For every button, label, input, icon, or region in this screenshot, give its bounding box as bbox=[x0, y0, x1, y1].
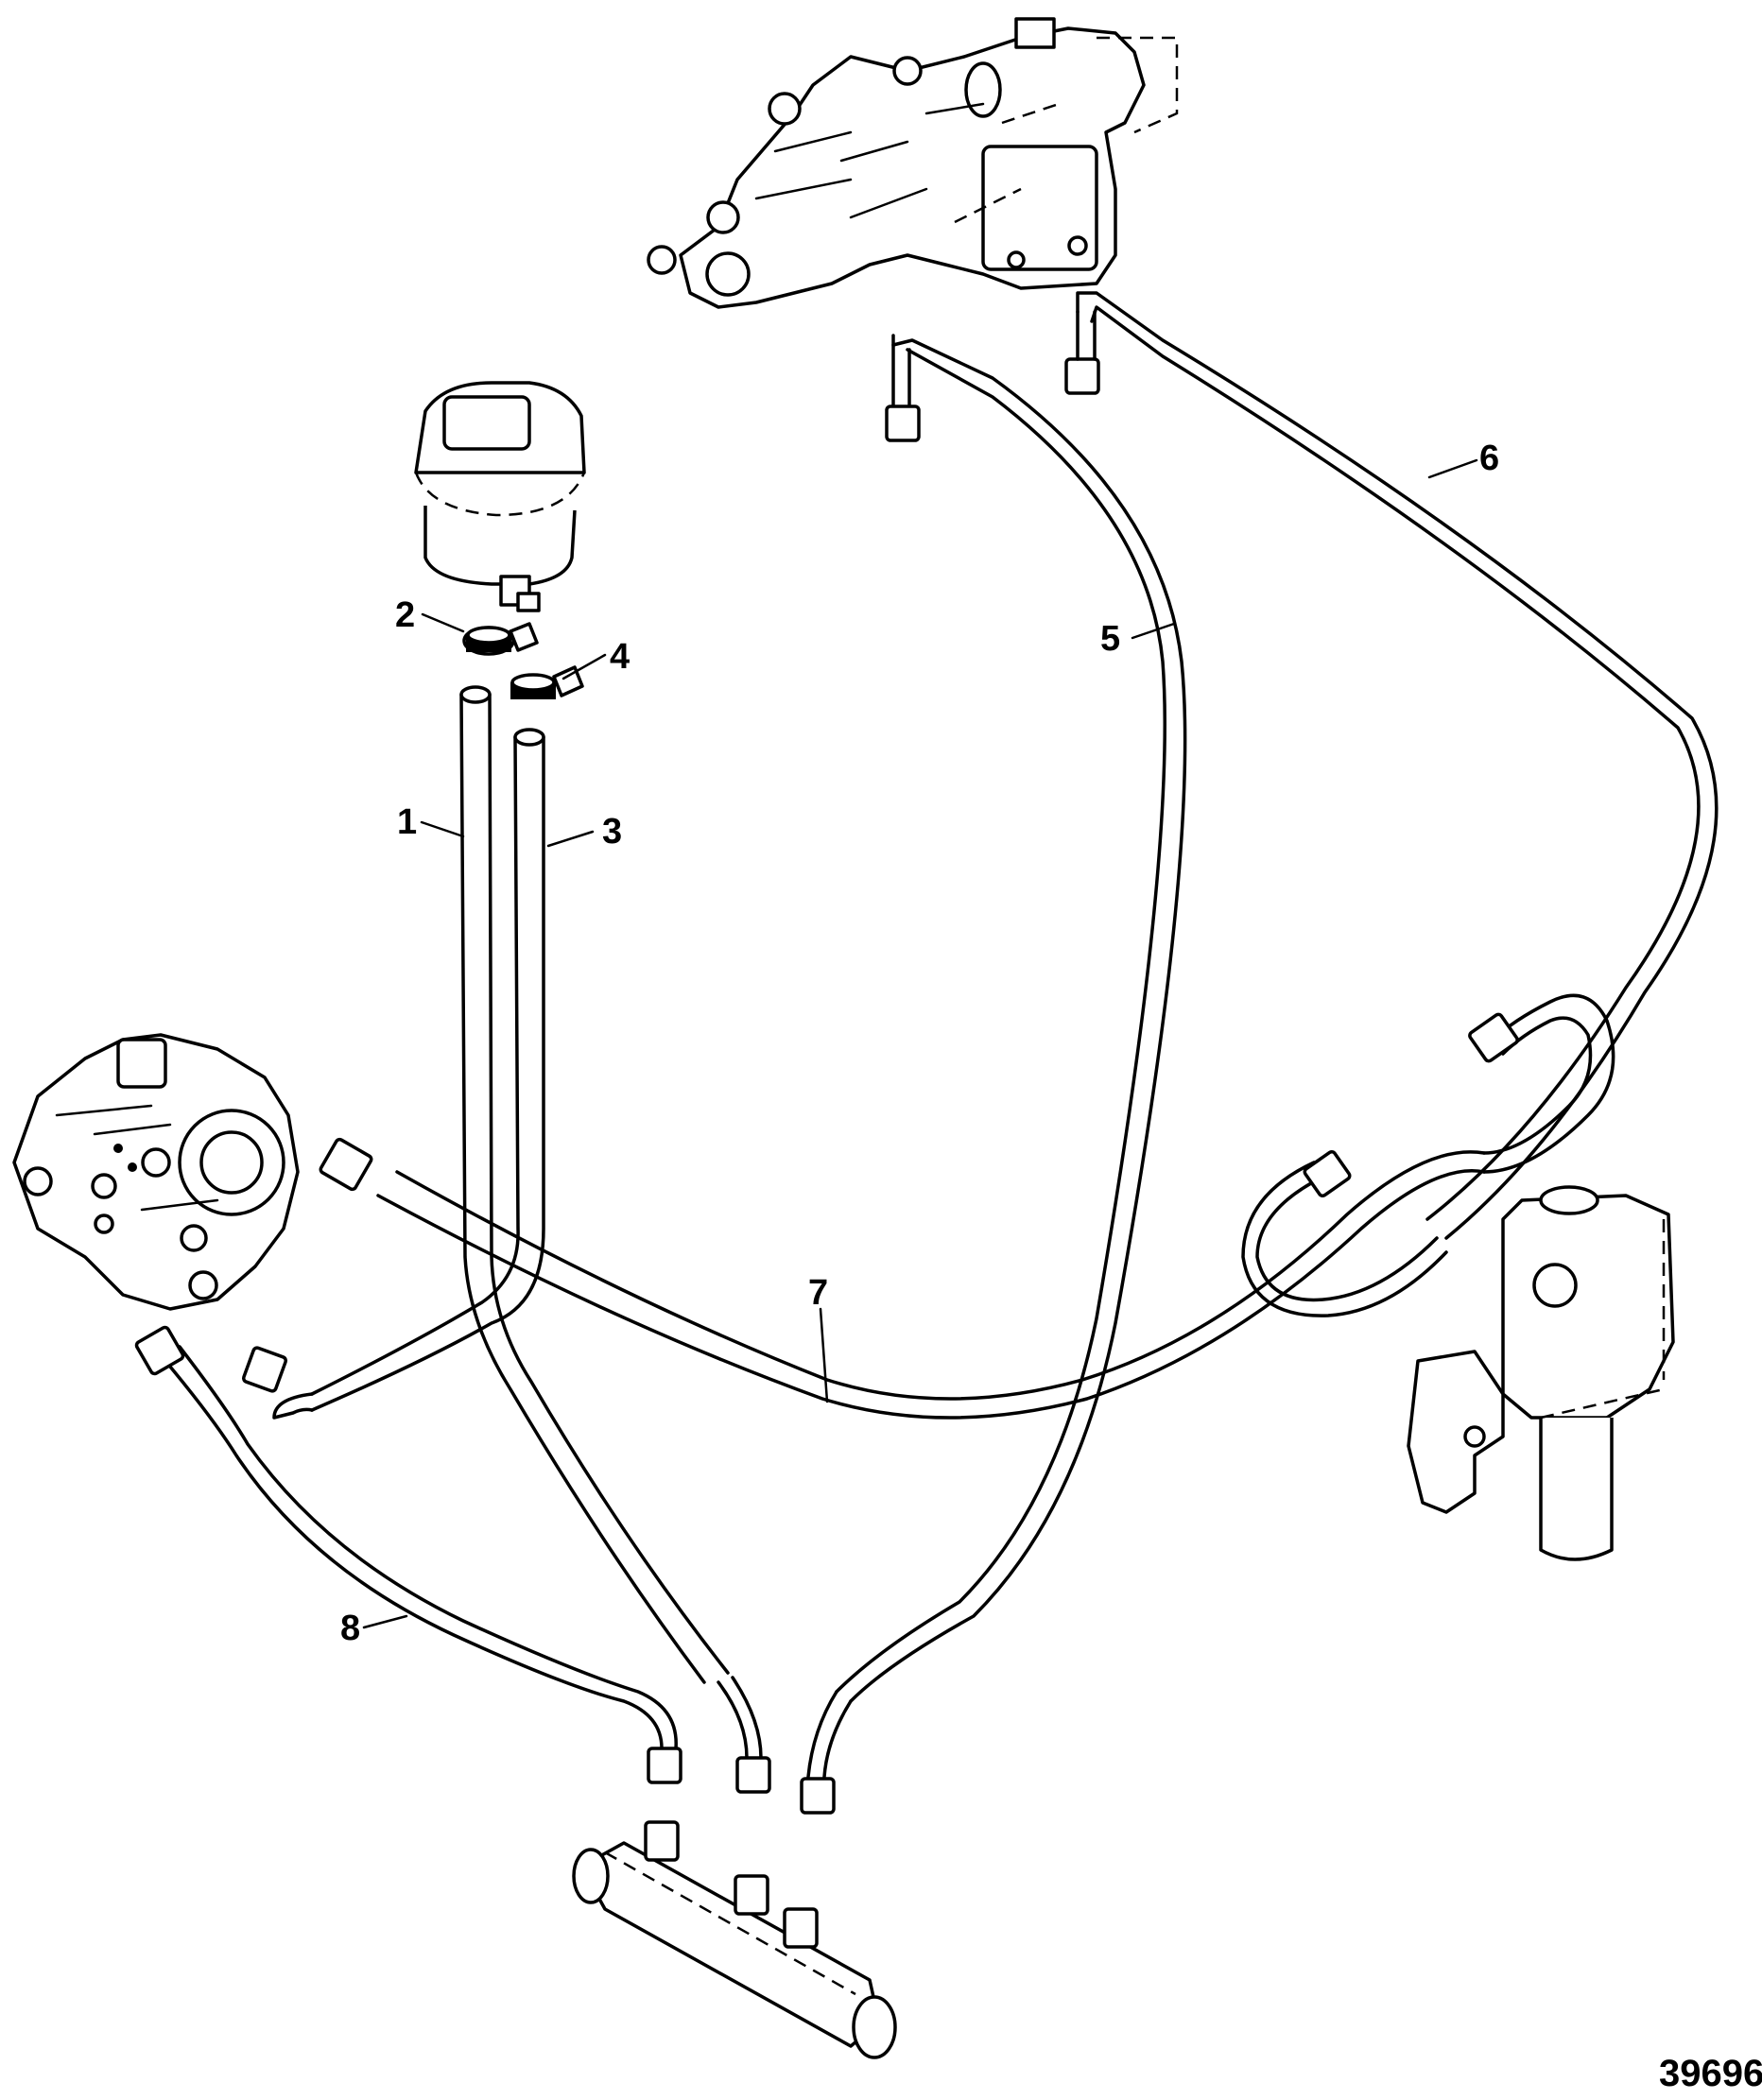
hose-3 bbox=[310, 728, 545, 1412]
power-steering-pump bbox=[12, 1033, 300, 1311]
callout-3: 3 bbox=[602, 812, 622, 852]
callout-leaders bbox=[362, 458, 1478, 1629]
cooler-manifold bbox=[572, 1820, 897, 2059]
hose-1-lower-fitting bbox=[717, 1676, 771, 1794]
figure-number: 39696 bbox=[1659, 2053, 1762, 2094]
hose-5 bbox=[800, 334, 1187, 1815]
hose-6 bbox=[1064, 291, 1719, 1240]
fluid-reservoir bbox=[414, 381, 586, 612]
hose-clamp-2 bbox=[462, 622, 539, 656]
hose-clamp-4 bbox=[510, 665, 584, 699]
hose-8 bbox=[134, 1325, 682, 1784]
valve-assembly-top bbox=[647, 17, 1179, 309]
hose-3-lower-fitting bbox=[241, 1346, 314, 1420]
callout-8: 8 bbox=[340, 1609, 360, 1648]
steering-actuator bbox=[1407, 1185, 1675, 1561]
hose-7 bbox=[319, 993, 1615, 1420]
hose-7-branch bbox=[1241, 1149, 1448, 1317]
callout-5: 5 bbox=[1100, 619, 1120, 659]
callout-4: 4 bbox=[610, 637, 630, 677]
hose-1 bbox=[459, 685, 730, 1684]
callout-6: 6 bbox=[1479, 439, 1499, 478]
callout-labels: 1 2 3 4 5 6 7 8 bbox=[340, 439, 1499, 1648]
callout-1: 1 bbox=[397, 802, 417, 842]
callout-2: 2 bbox=[395, 595, 415, 635]
callout-7: 7 bbox=[808, 1273, 828, 1313]
